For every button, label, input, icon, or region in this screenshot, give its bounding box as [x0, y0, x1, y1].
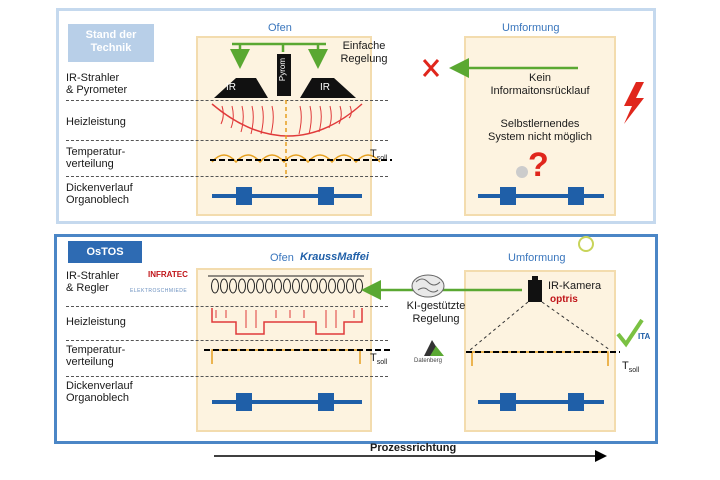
brain-icon: [411, 274, 445, 298]
partner-logo-icon: [578, 236, 594, 252]
process-direction-label: Prozessrichtung: [370, 442, 457, 454]
ita-logo: ITA: [638, 332, 651, 341]
pyrometer-label: Pyrom: [278, 58, 287, 82]
row-label-line: Temperatur-: [66, 146, 126, 158]
row-label-line: Dickenverlauf: [66, 182, 133, 194]
camera-fov-line: [541, 301, 611, 351]
camera-fov-line: [469, 301, 529, 351]
row-divider: [66, 100, 388, 101]
text-line: Selbstlernendes: [500, 118, 580, 130]
tag-line-2: Technik: [90, 42, 132, 54]
text-line: Regelung: [340, 53, 388, 65]
row-label-line: Heizleistung: [66, 316, 126, 328]
row-divider: [66, 306, 388, 307]
row-label-heizleistung: Heizleistung: [66, 116, 126, 128]
ofen-title-top: Ofen: [268, 22, 292, 34]
row-divider: [66, 176, 388, 177]
tsoll-t: T: [370, 148, 377, 160]
camera-icon: [528, 276, 542, 302]
temperature-curve: [211, 349, 361, 364]
row-label-ir-strahler: IR-Strahler & Pyrometer: [66, 72, 127, 96]
row-divider: [66, 376, 388, 377]
ir-label-right: IR: [320, 82, 330, 93]
row-label-line: Organoblech: [66, 392, 129, 404]
umformung-box-top: [464, 36, 616, 216]
stand-der-technik-tag: Stand der Technik: [68, 24, 154, 62]
text-line: Kein: [528, 72, 552, 84]
organosheet: [212, 393, 362, 411]
row-label-temperatur: Temperatur- verteilung: [66, 344, 125, 368]
row-label-line: Organoblech: [66, 194, 129, 206]
tsoll-t: T: [370, 352, 377, 364]
tsoll-label: Tsoll: [370, 148, 387, 162]
pyrometer-icon: [277, 54, 291, 96]
row-label-line: Heizleistung: [66, 116, 126, 128]
row-label-line: verteilung: [66, 356, 114, 368]
umformung-title-top: Umformung: [502, 22, 560, 34]
tsoll-label: Tsoll: [622, 360, 639, 374]
ir-emitter-array: [208, 275, 364, 294]
row-label-line: Temperatur-: [66, 344, 126, 356]
row-label-line: & Pyrometer: [66, 84, 128, 96]
heating-power-profile: [211, 308, 363, 335]
row-label-heizleistung: Heizleistung: [66, 316, 126, 328]
row-divider: [66, 340, 388, 341]
checkmark-icon: [616, 318, 644, 348]
text-line: Informaitonsrücklauf: [490, 85, 590, 97]
text-line: KI-gestützte: [406, 300, 466, 312]
temperature-curve: [471, 351, 609, 366]
row-divider: [66, 140, 388, 141]
svg-text:?: ?: [528, 146, 549, 184]
text-line: Regelung: [412, 313, 460, 325]
ir-camera-label: IR-Kamera: [548, 280, 602, 292]
row-label-line: IR-Strahler: [66, 72, 120, 84]
row-label-dickenverlauf: Dickenverlauf Organoblech: [66, 380, 133, 404]
no-learning-label: Selbstlernendes System nicht möglich: [470, 118, 610, 144]
x-cross-icon: [422, 59, 440, 77]
row-label-line: & Regler: [66, 282, 109, 294]
infratec-logo: INFRATEC: [148, 270, 188, 279]
lightning-icon: [624, 82, 644, 124]
tsoll-sub: soll: [628, 367, 640, 375]
row-label-temperatur: Temperatur- verteilung: [66, 146, 125, 170]
kraussmaffei-logo: KraussMaffei: [300, 251, 369, 263]
question-mark-icon: ?: [516, 146, 549, 184]
text-line: System nicht möglich: [488, 131, 592, 143]
ir-emitter-left: [214, 78, 268, 98]
row-label-ir-strahler: IR-Strahler & Regler: [66, 270, 119, 294]
ofen-title-bottom: Ofen: [270, 252, 294, 264]
tsoll-label: Tsoll: [370, 352, 387, 366]
ki-control-label: KI-gestützte Regelung: [394, 300, 478, 326]
row-label-line: verteilung: [66, 158, 114, 170]
ostos-tag: OsTOS: [68, 241, 142, 263]
row-label-line: IR-Strahler: [66, 270, 120, 282]
ir-emitter-right: [300, 78, 356, 98]
simple-control-label: Einfache Regelung: [332, 40, 396, 66]
row-label-line: Dickenverlauf: [66, 380, 133, 392]
tsoll-sub: soll: [376, 359, 388, 367]
optris-logo: optris: [550, 294, 578, 305]
umformung-title-bottom: Umformung: [508, 252, 566, 264]
tsoll-sub: soll: [376, 155, 388, 163]
tag-line-1: Stand der: [85, 29, 137, 41]
text-line: Einfache: [342, 40, 386, 52]
control-loop-arrows: [230, 42, 328, 69]
no-feedback-label: Kein Informaitonsrücklauf: [470, 72, 610, 98]
ir-label-left: IR: [226, 82, 236, 93]
datenberg-label: Datenberg: [414, 358, 443, 364]
organosheet: [212, 187, 362, 205]
organosheet: [478, 187, 604, 205]
elektroschmiede-logo: ELEKTROSCHMIEDE: [130, 288, 188, 294]
row-label-dickenverlauf: Dickenverlauf Organoblech: [66, 182, 133, 206]
heat-radiation-lines: [211, 103, 363, 137]
tsoll-t: T: [622, 360, 629, 372]
organosheet: [478, 393, 604, 411]
